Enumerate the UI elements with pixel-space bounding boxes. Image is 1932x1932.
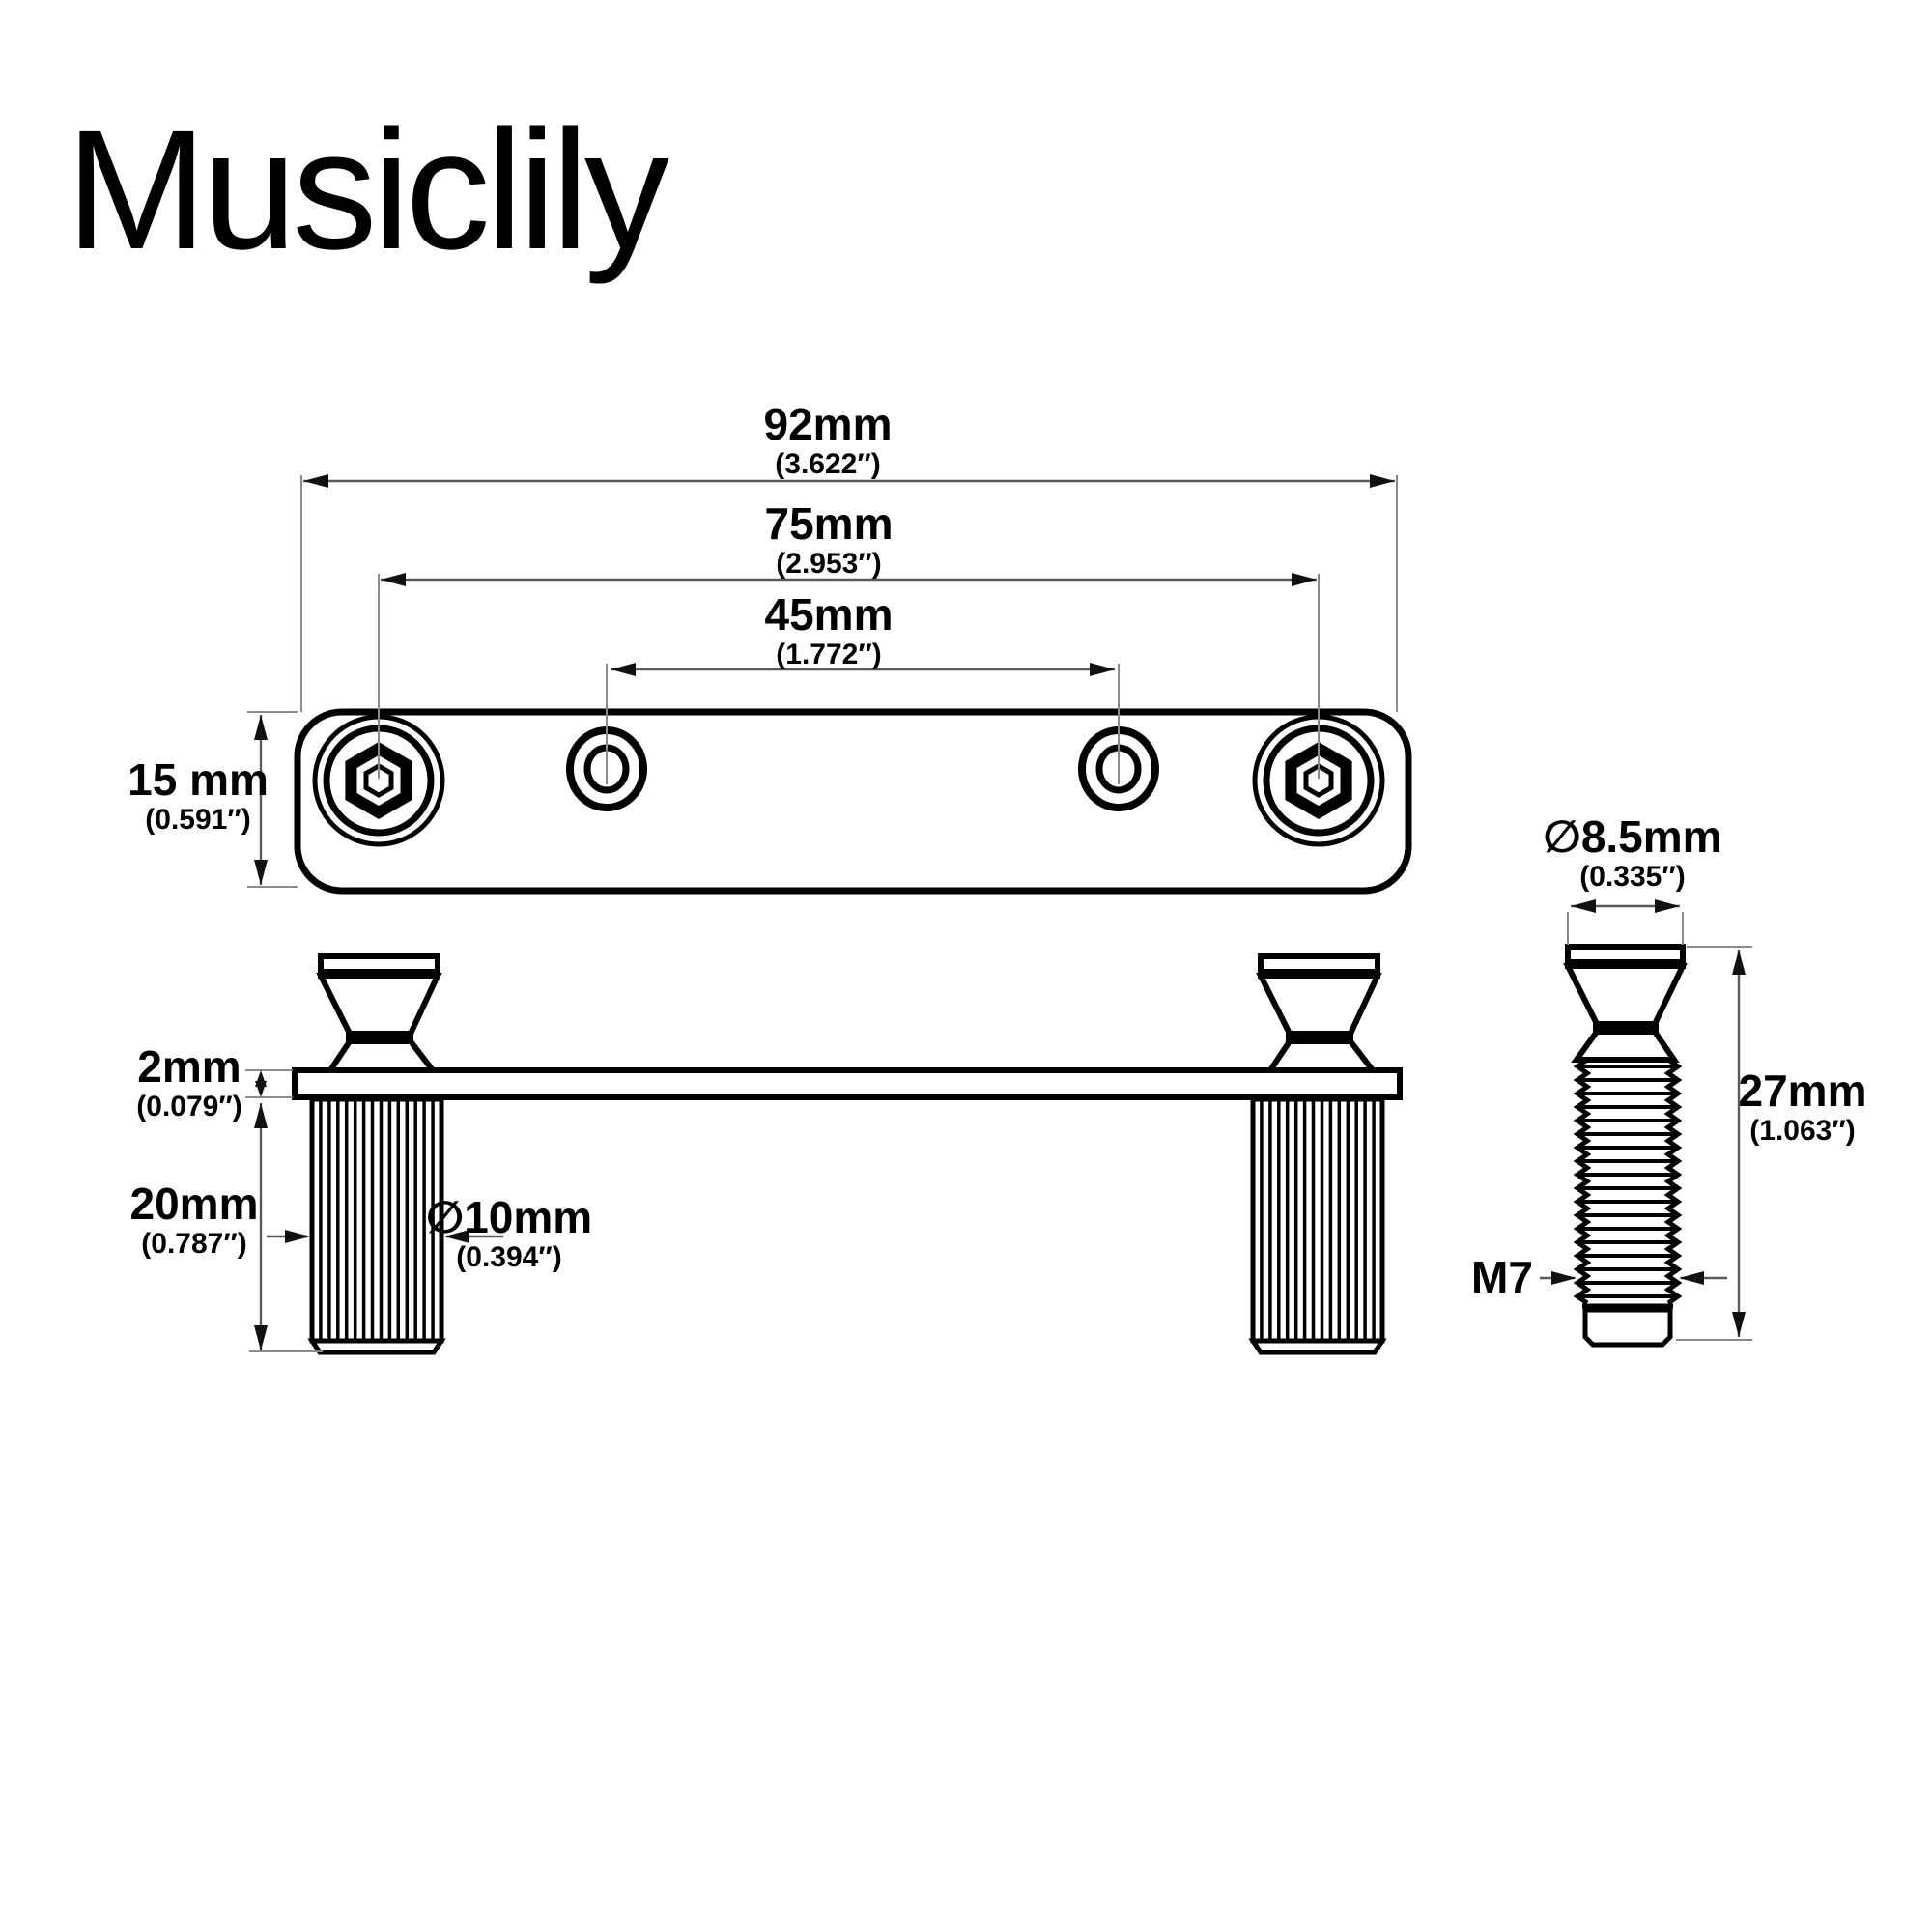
dim-stud-spacing-mm: 75mm — [764, 498, 894, 549]
dim-hole-spacing-inches: (1.772″) — [776, 639, 882, 670]
dim-plate-thickness-label: 2mm (0.079″) — [44, 1043, 334, 1124]
stud-tip — [1582, 1307, 1673, 1348]
hex-sockets — [345, 742, 1352, 819]
dim-plate-height-label: 15 mm (0.591″) — [53, 756, 343, 838]
plate-top-view — [294, 708, 1412, 895]
dim-stud-length-label: 27mm (1.063″) — [1658, 1067, 1932, 1149]
dim-thread-size-label: M7 — [1406, 1254, 1599, 1300]
right-bushing-tip — [1248, 1338, 1387, 1355]
dim-stud-length-inches: (1.063″) — [1749, 1115, 1856, 1147]
dim-stud-head-diameter-inches: (0.335″) — [1579, 861, 1686, 893]
right-bushing — [1250, 1096, 1385, 1344]
dim-post-length-label: 20mm (0.787″) — [49, 1180, 339, 1262]
left-stud-upper-cone — [316, 973, 442, 1037]
dim-total-width-label: 92mm (3.622″) — [635, 401, 1021, 482]
plate-edge — [292, 1067, 1403, 1100]
dim-post-diameter-inches: (0.394″) — [456, 1241, 562, 1273]
dim-post-length-inches: (0.787″) — [141, 1228, 247, 1260]
left-bushing-tip — [307, 1338, 446, 1355]
dim-thread-size-value: M7 — [1471, 1252, 1533, 1302]
dimension-arrowheads — [254, 474, 1746, 1350]
extension-lines — [245, 475, 1752, 1352]
dim-total-width-mm: 92mm — [763, 399, 893, 449]
right-stud-upper-cone — [1256, 973, 1382, 1037]
left-stud-lower-cone — [325, 1038, 440, 1073]
stud-upper-cone — [1563, 963, 1688, 1027]
dimension-lines — [259, 479, 1741, 1350]
stud-lower-cone — [1571, 1029, 1680, 1063]
dim-stud-spacing-inches: (2.953″) — [776, 548, 882, 580]
dim-post-length-mm: 20mm — [129, 1179, 259, 1229]
dim-stud-head-diameter-label: ∅8.5mm (0.335″) — [1488, 813, 1777, 895]
dim-stud-head-diameter-mm: ∅8.5mm — [1543, 811, 1722, 862]
plate-side-view — [292, 953, 1403, 1355]
dim-plate-height-inches: (0.591″) — [145, 804, 251, 836]
dim-hole-spacing-label: 45mm (1.772″) — [636, 591, 1022, 672]
dim-post-diameter-label: ∅10mm (0.394″) — [364, 1194, 654, 1275]
dim-plate-thickness-inches: (0.079″) — [136, 1091, 242, 1122]
stud-detail-view — [1563, 944, 1688, 1348]
knurl-ribs — [319, 1101, 1376, 1339]
dim-stud-length-mm: 27mm — [1738, 1065, 1867, 1116]
thread-section — [1573, 1057, 1683, 1306]
right-stud-lower-cone — [1264, 1038, 1379, 1073]
dim-post-diameter-mm: ∅10mm — [425, 1192, 593, 1242]
brand-logo: Musiclily — [66, 96, 669, 285]
dim-hole-spacing-mm: 45mm — [764, 589, 894, 639]
plate-outline — [294, 708, 1412, 895]
dim-plate-height-mm: 15 mm — [128, 754, 269, 805]
dim-plate-thickness-mm: 2mm — [137, 1041, 242, 1092]
dim-total-width-inches: (3.622″) — [775, 448, 881, 480]
dim-stud-spacing-label: 75mm (2.953″) — [636, 500, 1022, 582]
